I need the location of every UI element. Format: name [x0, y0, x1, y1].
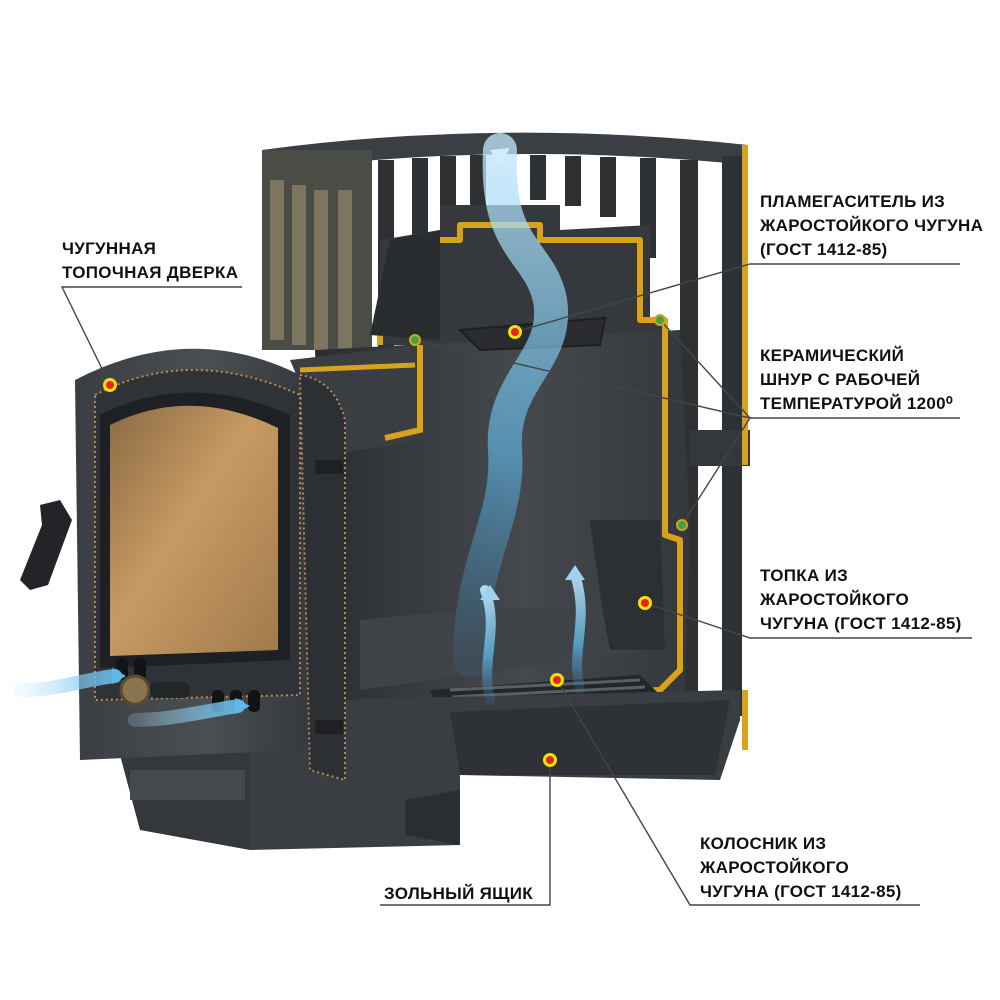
label-grate-line-3: ЧУГУНА (ГОСТ 1412-85)	[700, 882, 902, 901]
label-flame-damper-line-2: ЖАРОСТОЙКОГО ЧУГУНА	[760, 216, 984, 235]
marker-firebox	[638, 596, 652, 610]
label-ceramic-cord-line-3: ТЕМПЕРАТУРОЙ 1200⁰	[760, 394, 953, 413]
marker-ash-box	[543, 753, 557, 767]
intake-air-arrows	[13, 668, 250, 727]
label-door: ЧУГУННАЯ ТОПОЧНАЯ ДВЕРКА	[62, 237, 238, 285]
label-firebox: ТОПКА ИЗ ЖАРОСТОЙКОГО ЧУГУНА (ГОСТ 1412-…	[760, 564, 962, 636]
label-ceramic-cord-line-2: ШНУР С РАБОЧЕЙ	[760, 370, 921, 389]
base-ash-box	[120, 690, 740, 850]
label-flame-damper-line-1: ПЛАМЕГАСИТЕЛЬ ИЗ	[760, 192, 946, 211]
label-grate: КОЛОСНИК ИЗ ЖАРОСТОЙКОГО ЧУГУНА (ГОСТ 14…	[700, 832, 902, 904]
label-ash-box-line-1: ЗОЛЬНЫЙ ЯЩИК	[384, 884, 533, 903]
leader-lines	[60, 263, 972, 906]
label-firebox-line-2: ЖАРОСТОЙКОГО	[760, 590, 910, 609]
label-firebox-line-1: ТОПКА ИЗ	[760, 566, 849, 585]
label-door-line-1: ЧУГУННАЯ	[62, 239, 157, 258]
label-grate-line-2: ЖАРОСТОЙКОГО	[700, 858, 850, 877]
marker-grate	[550, 673, 564, 687]
label-firebox-line-3: ЧУГУНА (ГОСТ 1412-85)	[760, 614, 962, 633]
label-ceramic-cord: КЕРАМИЧЕСКИЙ ШНУР С РАБОЧЕЙ ТЕМПЕРАТУРОЙ…	[760, 344, 953, 416]
label-ceramic-cord-line-1: КЕРАМИЧЕСКИЙ	[760, 346, 905, 365]
airflow-smoke	[453, 133, 586, 705]
label-door-line-2: ТОПОЧНАЯ ДВЕРКА	[62, 263, 239, 282]
marker-door	[103, 378, 117, 392]
stove-door	[20, 348, 346, 782]
label-flame-damper: ПЛАМЕГАСИТЕЛЬ ИЗ ЖАРОСТОЙКОГО ЧУГУНА (ГО…	[760, 190, 983, 262]
label-grate-line-1: КОЛОСНИК ИЗ	[700, 834, 827, 853]
label-ash-box: ЗОЛЬНЫЙ ЯЩИК	[384, 882, 533, 906]
marker-ceramic-cord	[409, 314, 688, 531]
label-flame-damper-line-3: (ГОСТ 1412-85)	[760, 240, 888, 259]
marker-flame-damper	[508, 325, 522, 339]
